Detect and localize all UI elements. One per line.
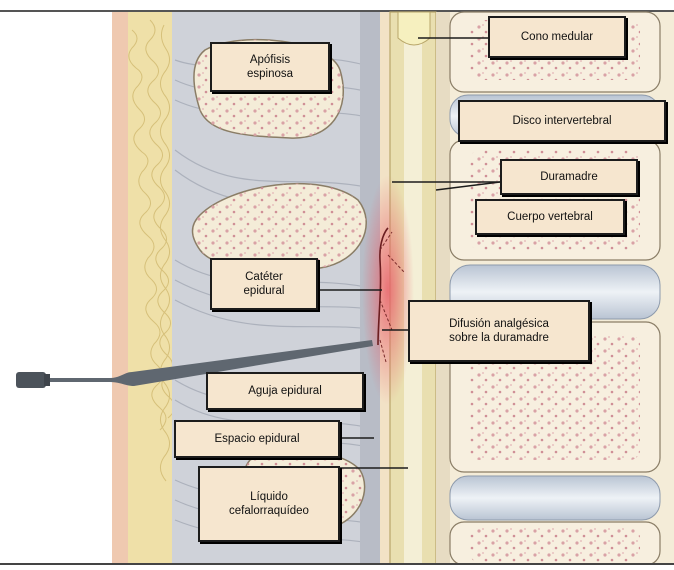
label-duramadre: Duramadre [500, 159, 638, 195]
conus-medullaris [398, 12, 430, 45]
label-cuerpo-vertebral: Cuerpo vertebral [475, 199, 625, 235]
skin-layer [112, 12, 130, 565]
label-espacio-epidural: Espacio epidural [174, 420, 340, 458]
label-difusion-analgesica: Difusión analgésica sobre la duramadre [408, 300, 590, 362]
label-liquido-cefalorraquideo: Líquido cefalorraquídeo [198, 466, 340, 542]
label-disco-intervertebral: Disco intervertebral [458, 100, 666, 142]
label-apofisis-espinosa: Apófisis espinosa [210, 42, 330, 92]
label-cono-medular: Cono medular [488, 16, 626, 58]
vertebral-border [436, 12, 450, 565]
label-cateter-epidural: Catéter epidural [210, 258, 318, 310]
label-aguja-epidural: Aguja epidural [206, 372, 364, 410]
